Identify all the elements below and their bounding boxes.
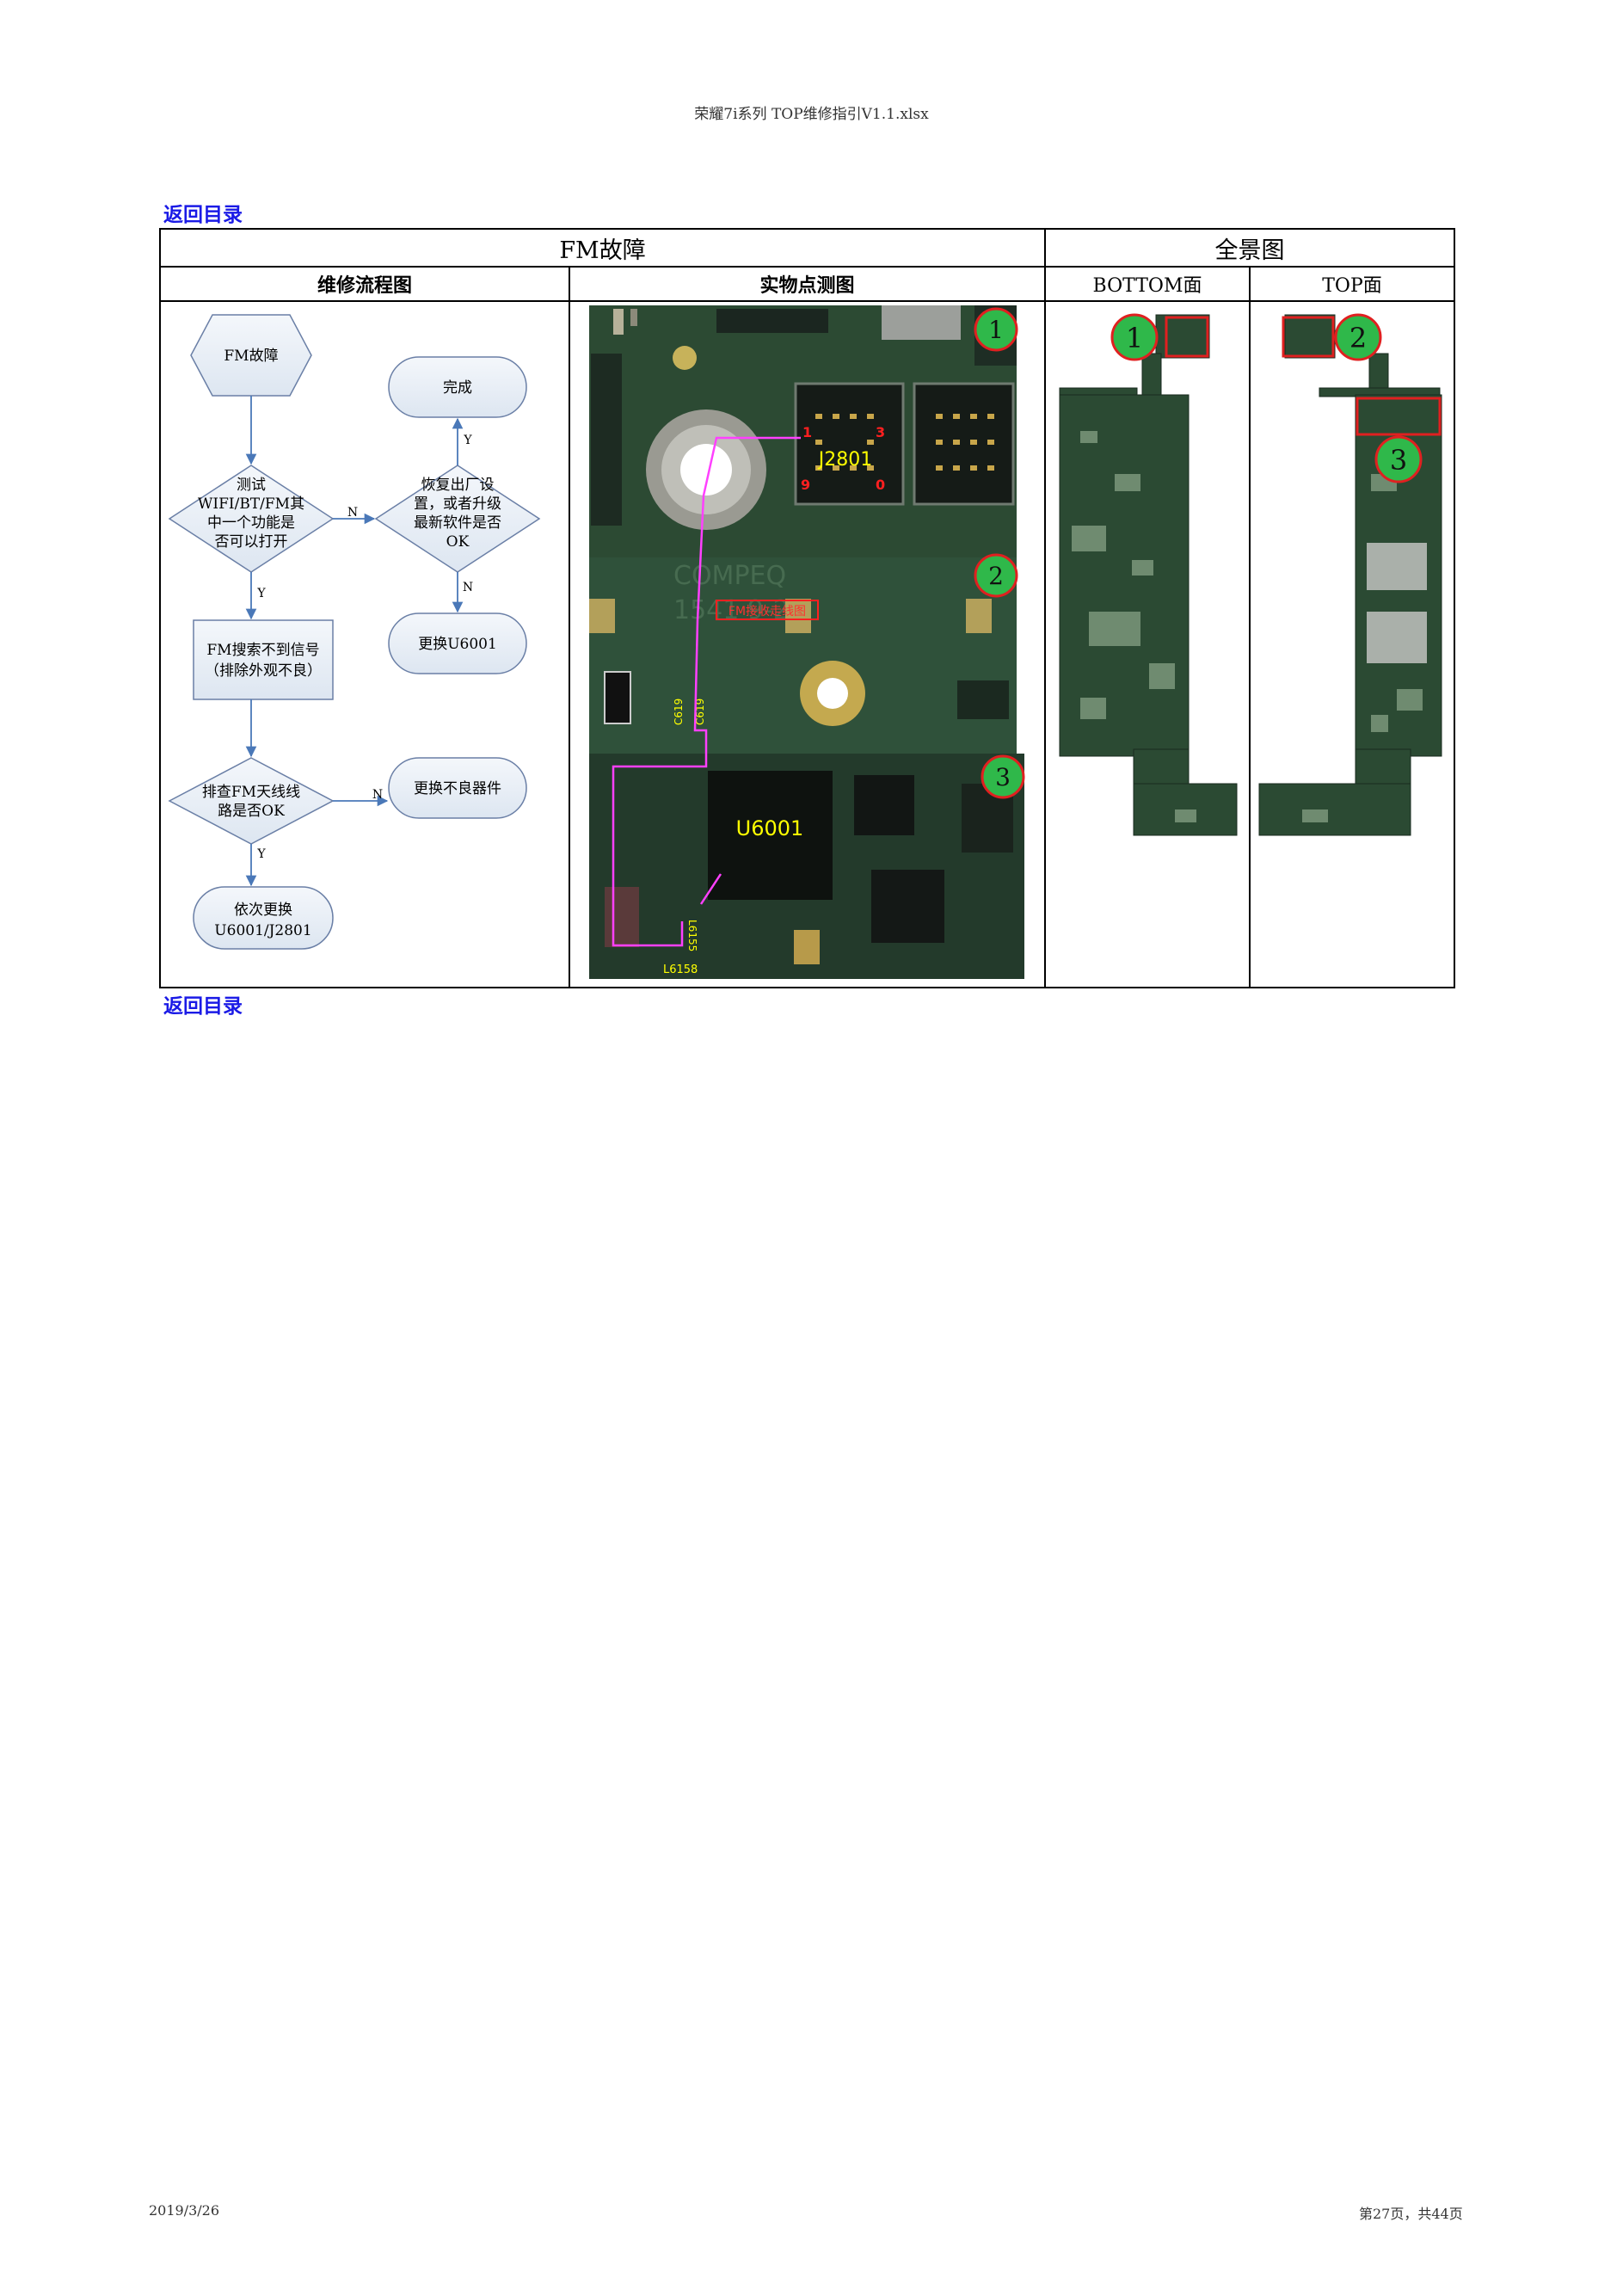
fm-fault-table: FM故障 全景图 维修流程图 实物点测图 BOTTOM面 TOP面	[158, 228, 1456, 988]
replace-u6001-label: 更换U6001	[418, 636, 497, 653]
start-label: FM故障	[224, 348, 278, 365]
done-label: 完成	[443, 379, 472, 397]
photo-marker-2: 2	[988, 562, 1004, 590]
back-to-toc-link-bottom[interactable]: 返回目录	[163, 995, 243, 1018]
search-label-1: FM搜索不到信号	[206, 642, 319, 659]
pcb-panel-2: COMPEQ 1541 9-2 FM接收走线图 C619 C619 2	[589, 553, 1018, 754]
l6158-label: L6158	[663, 963, 698, 976]
flow-y-1: Y	[256, 587, 266, 600]
photo-marker-3: 3	[995, 763, 1011, 791]
top-overview-cell: 2 3	[1249, 300, 1456, 988]
replace-bad-pill	[388, 757, 527, 819]
antenna-diamond	[168, 757, 335, 845]
j2801-label: J2801	[817, 449, 872, 471]
bottom-marker-1: 1	[1126, 322, 1143, 354]
u6001-label: U6001	[736, 816, 804, 840]
replace-seq-label-2: U6001/J2801	[214, 922, 311, 939]
footer-page-number: 第27页，共44页	[1359, 2206, 1463, 2222]
bottom-overview-cell: 1	[1044, 300, 1251, 988]
col-header-flowchart: 维修流程图	[159, 266, 570, 302]
table-title-overview: 全景图	[1044, 228, 1456, 268]
pin-9-label: 9	[801, 477, 810, 493]
done-pill	[388, 356, 527, 418]
pin-0-label: 0	[876, 477, 885, 493]
search-label-2: （排除外观不良）	[205, 662, 322, 680]
test-label-2: WIFI/BT/FM其	[198, 496, 304, 513]
col-header-top: TOP面	[1249, 266, 1456, 302]
restore-label-4: OK	[446, 533, 470, 551]
pcb-panel-3: U6001 L6155 L6158 3	[589, 754, 1025, 979]
pcb-panel-1: J2801 1 3 9 0 1	[589, 305, 1018, 557]
top-board-image: 2 3	[1258, 313, 1442, 836]
pcb-photo-composite: J2801 1 3 9 0 1 COMPEQ 1541 9-2	[589, 305, 1025, 979]
replace-u6001-pill	[388, 612, 527, 674]
document-header: 荣耀7i系列 TOP维修指引V1.1.xlsx	[694, 106, 929, 123]
board-text-compeq: COMPEQ	[673, 561, 786, 591]
replace-bad-label: 更换不良器件	[414, 780, 501, 797]
flow-y-3: Y	[463, 434, 472, 447]
pin-3-label: 3	[876, 424, 885, 440]
bottom-board-image: 1	[1059, 313, 1238, 836]
col-header-photo: 实物点测图	[568, 266, 1047, 302]
back-to-toc-link-top[interactable]: 返回目录	[163, 204, 243, 226]
pin-1-label: 1	[802, 424, 812, 440]
antenna-label-2: 路是否OK	[218, 803, 285, 820]
col-header-bottom: BOTTOM面	[1044, 266, 1251, 302]
flow-n-1: N	[347, 506, 358, 520]
fm-trace-path	[612, 436, 801, 947]
top-marker-2: 2	[1349, 322, 1367, 354]
antenna-label-1: 排查FM天线线	[202, 784, 300, 801]
photo-cell: J2801 1 3 9 0 1 COMPEQ 1541 9-2	[568, 300, 1047, 988]
restore-label-2: 置，或者升级	[414, 496, 501, 513]
fm-trace-label: FM接收走线图	[729, 604, 806, 619]
flow-y-2: Y	[256, 847, 266, 861]
replace-seq-pill	[193, 886, 334, 950]
test-label-1: 测试	[237, 477, 266, 494]
test-label-4: 否可以打开	[215, 533, 288, 551]
l6155-label: L6155	[686, 920, 698, 951]
flowchart-cell: FM故障 测试 WIFI/BT/FM其 中一个功能是 否可以打开 FM搜索不到信…	[159, 300, 570, 988]
photo-marker-1: 1	[988, 316, 1004, 344]
repair-flowchart: FM故障 测试 WIFI/BT/FM其 中一个功能是 否可以打开 FM搜索不到信…	[168, 314, 541, 950]
table-title-fm-fault: FM故障	[158, 228, 1047, 268]
c619-label-a: C619	[673, 699, 685, 725]
test-label-3: 中一个功能是	[207, 514, 295, 532]
c619-label-b: C619	[694, 699, 706, 725]
replace-seq-label-1: 依次更换	[234, 902, 292, 919]
search-box	[193, 619, 334, 700]
restore-label-1: 恢复出厂设	[421, 477, 495, 494]
footer-date: 2019/3/26	[149, 2202, 220, 2219]
start-hexagon	[190, 314, 312, 397]
flow-n-2: N	[463, 581, 473, 594]
top-marker-3: 3	[1390, 444, 1407, 477]
flow-n-3: N	[372, 788, 383, 802]
restore-label-3: 最新软件是否	[414, 514, 501, 532]
